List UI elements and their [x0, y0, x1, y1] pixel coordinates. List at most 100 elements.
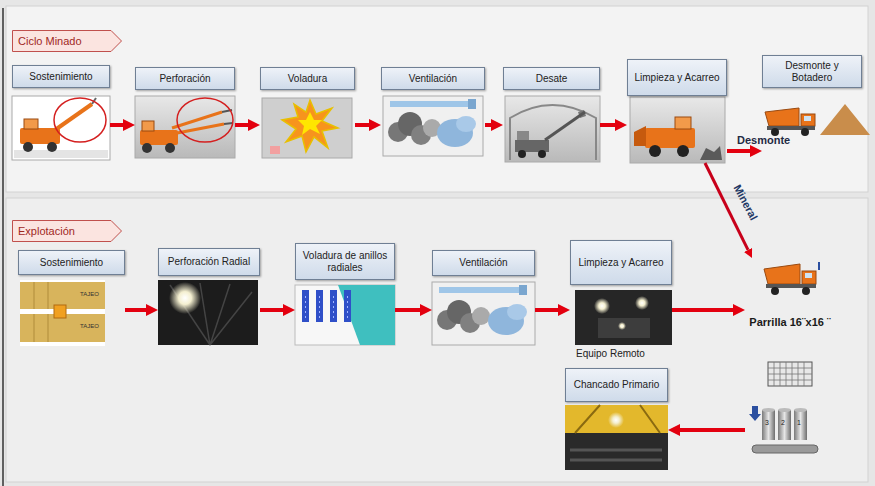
- crusher-icon: [778, 408, 791, 412]
- stope-support-picture: [20, 280, 105, 346]
- stope-label: TAJEO: [80, 323, 99, 330]
- primary-crusher-photo: [565, 405, 668, 470]
- primary-crusher-photo: [565, 405, 668, 433]
- blast-picture: [262, 98, 352, 158]
- waste-truck-picture: [765, 108, 799, 126]
- step-label: Voladura: [260, 67, 355, 90]
- process-step: Limpieza y Acarreo: [570, 240, 672, 345]
- drill-jumbo-picture: [140, 130, 178, 145]
- drill-jumbo-picture: [135, 96, 235, 158]
- ore-truck-icon: [802, 271, 816, 284]
- flow-arrow: [535, 308, 558, 312]
- ventilation-picture: [519, 285, 527, 295]
- ore-truck-icon: [802, 287, 810, 295]
- loader-picture: [649, 145, 661, 157]
- scaling-picture: [505, 96, 600, 162]
- section-tag: Ciclo Minado: [12, 30, 122, 52]
- crusher-number: 3: [765, 419, 769, 427]
- waste-truck-picture: [801, 114, 815, 126]
- scaling-picture: [518, 150, 526, 158]
- section-tag: Explotación: [12, 220, 122, 242]
- process-step: Chancado Primario: [565, 368, 668, 470]
- process-step: Perforación: [135, 67, 235, 158]
- radial-drilling-photo: [170, 283, 252, 345]
- step-label: Perforación Radial: [158, 248, 260, 276]
- step-label: Sostenimiento: [18, 250, 125, 275]
- stope-support-picture: [54, 305, 66, 318]
- waste-dump-pile: [820, 104, 870, 135]
- station-label: Parrilla 16¨x16 ¨: [745, 316, 835, 329]
- radial-drilling-photo: [169, 282, 201, 314]
- photo-caption: Equipo Remoto: [576, 348, 645, 360]
- primary-crusher-photo: [565, 405, 668, 470]
- tag-pentagon: [13, 31, 122, 52]
- ventilation-picture: [456, 116, 476, 132]
- grizzly-station: Parrilla 16¨x16 ¨: [745, 258, 835, 463]
- support-rig-picture: [54, 98, 106, 142]
- crusher-icon: [778, 410, 791, 440]
- step-label: Ventilación: [432, 250, 535, 276]
- remote-loader-photo: [575, 290, 672, 345]
- radial-ring-blast-picture: [295, 285, 395, 345]
- process-step: Sostenimiento: [18, 250, 125, 345]
- drill-jumbo-picture: [165, 143, 175, 153]
- ventilation-picture: [432, 282, 535, 345]
- flow-arrow: [110, 123, 123, 127]
- step-label: Limpieza y Acarreo: [570, 240, 672, 285]
- step-label: Chancado Primario: [565, 368, 668, 402]
- loader-picture: [675, 117, 691, 129]
- ventilation-picture: [383, 96, 483, 156]
- loader-picture: [700, 146, 722, 160]
- crusher-icon: [749, 406, 818, 453]
- ventilation-picture: [507, 304, 527, 320]
- crusher-number: 1: [797, 419, 801, 427]
- blast-picture: [270, 146, 280, 154]
- step-label: Desmonte y Botadero: [762, 55, 862, 88]
- step-label: Voladura de anillos radiales: [295, 243, 395, 280]
- grizzly-grid-icon: [768, 362, 812, 386]
- stope-label: TAJEO: [80, 291, 99, 298]
- crusher-icon: [794, 410, 807, 440]
- radial-ring-blast-picture: [306, 296, 348, 318]
- loader-picture: [630, 97, 725, 163]
- flow-label: Desmonte: [737, 134, 790, 147]
- primary-crusher-photo: [575, 405, 660, 433]
- background: [6, 198, 868, 482]
- scaling-picture: [538, 150, 546, 158]
- primary-crusher-photo: [608, 412, 624, 428]
- drill-jumbo-picture: [142, 143, 152, 153]
- remote-loader-photo: [598, 318, 650, 338]
- grizzly-grid-icon: [768, 362, 812, 386]
- grizzly-grid-icon: [768, 362, 812, 386]
- waste-truck-picture: [765, 108, 815, 136]
- support-rig-picture: [47, 142, 57, 152]
- flow-arrow: [600, 123, 615, 127]
- crusher-icon: [762, 410, 775, 440]
- flow-arrow: [727, 149, 750, 153]
- process-step: Desmonte y Botadero: [762, 55, 862, 165]
- ventilation-picture: [468, 99, 476, 109]
- remote-loader-photo: [575, 290, 672, 345]
- stope-support-picture: [34, 282, 48, 342]
- crusher-icon: [794, 408, 807, 412]
- primary-crusher-photo: [570, 450, 662, 460]
- process-step: Perforación Radial: [158, 248, 260, 345]
- crusher-icon: [752, 445, 818, 453]
- drill-jumbo-picture: [135, 96, 235, 158]
- step-label: Desate: [503, 67, 600, 90]
- flow-arrow: [485, 123, 491, 127]
- process-step: Voladura de anillos radiales: [295, 243, 395, 345]
- support-rig-picture: [55, 104, 92, 130]
- tag-pentagon: [13, 221, 122, 242]
- waste-truck-picture: [804, 116, 811, 121]
- step-label: Sostenimiento: [12, 65, 110, 88]
- step-label: Perforación: [135, 67, 235, 90]
- scaling-picture: [510, 105, 596, 160]
- crusher-icon: [749, 406, 761, 421]
- ventilation-picture: [472, 307, 490, 325]
- scaling-picture: [515, 140, 549, 152]
- process-step: Desate: [503, 67, 600, 162]
- flow-arrow: [680, 428, 745, 432]
